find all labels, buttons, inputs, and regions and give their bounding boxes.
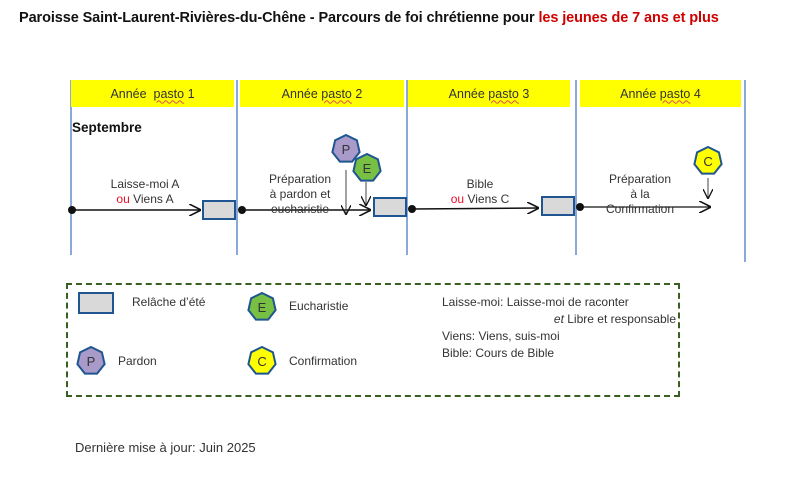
- column-divider: [70, 80, 72, 255]
- summer-break-box: [202, 200, 236, 220]
- column-divider: [406, 80, 408, 255]
- column-divider: [744, 80, 746, 262]
- legend-pardon-icon: P: [76, 345, 106, 375]
- svg-text:P: P: [87, 354, 96, 369]
- legend-box: [66, 283, 680, 397]
- column-header-year-4: Année pasto 4: [580, 80, 741, 107]
- title-highlight: les jeunes de 7 ans et plus: [538, 10, 719, 26]
- column-divider: [236, 80, 238, 255]
- timeline-arrows: [68, 170, 795, 280]
- column-header-year-2: Année pasto 2: [240, 80, 404, 107]
- legend-abbreviation-notes: Laisse-moi: Laisse-moi de raconter et Li…: [442, 295, 676, 360]
- legend-confirmation-icon: C: [247, 345, 277, 375]
- start-month-label: Septembre: [72, 120, 142, 135]
- summer-break-box: [541, 196, 575, 216]
- legend-eucharist-icon: E: [247, 291, 277, 321]
- stage-3-label: Bible ou Viens C: [450, 177, 510, 206]
- svg-text:C: C: [257, 354, 266, 369]
- pardon-marker-icon: P: [331, 133, 361, 163]
- stage-4-label: Préparation à la Confirmation: [605, 172, 675, 216]
- last-updated: Dernière mise à jour: Juin 2025: [75, 440, 256, 455]
- legend-label-confirmation: Confirmation: [289, 354, 358, 368]
- confirmation-marker-icon: C: [693, 145, 723, 175]
- svg-text:P: P: [342, 142, 351, 157]
- column-header-year-1: Année pasto 1: [71, 80, 234, 107]
- column-divider: [575, 80, 577, 255]
- legend-summer-box-icon: [78, 292, 114, 314]
- column-header-year-3: Année pasto 3: [408, 80, 570, 107]
- legend-label-summer: Relâche d’été: [132, 295, 206, 309]
- legend-label-pardon: Pardon: [118, 354, 157, 368]
- svg-text:E: E: [258, 300, 267, 315]
- legend-label-eucharist: Eucharistie: [289, 299, 349, 313]
- stage-2-label: Préparation à pardon et eucharistie: [268, 172, 332, 216]
- svg-text:C: C: [703, 154, 712, 169]
- title-main: Paroisse Saint-Laurent-Rivières-du-Chêne…: [19, 10, 539, 26]
- stage-1-label: Laisse-moi A ou Viens A: [110, 177, 180, 206]
- summer-break-box: [373, 197, 407, 217]
- eucharist-marker-icon: E: [352, 152, 382, 182]
- page-title: Paroisse Saint-Laurent-Rivières-du-Chêne…: [19, 10, 719, 26]
- svg-text:E: E: [363, 161, 372, 176]
